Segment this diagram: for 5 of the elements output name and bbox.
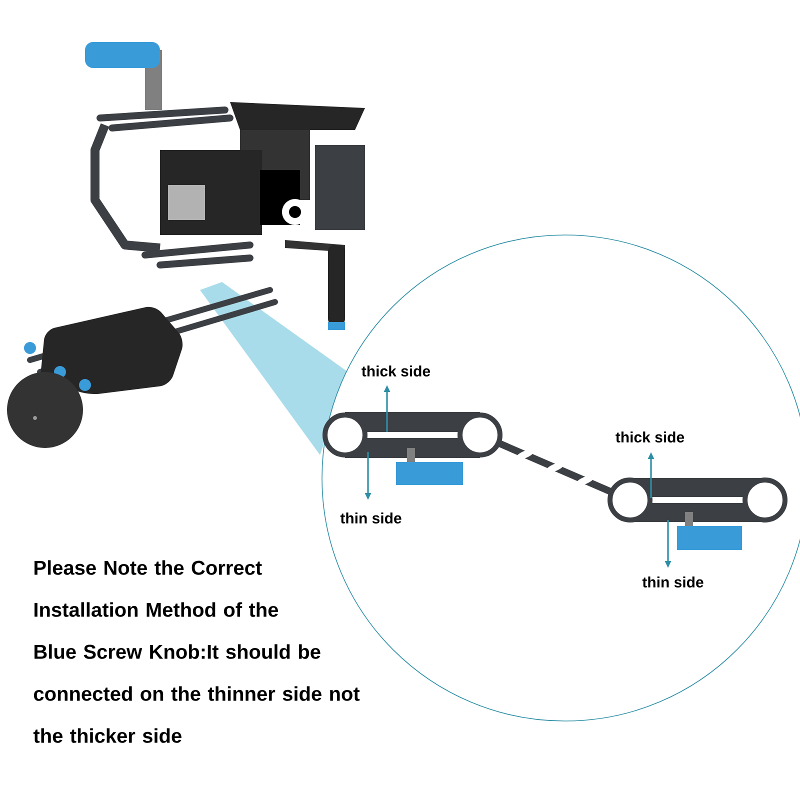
side-label: thick side: [362, 366, 430, 376]
side-label: thin side: [642, 576, 704, 588]
side-label: thick side: [616, 432, 684, 442]
instruction-note: Please Note the Correct Installation Method of the Blue Screw Knob:It should be connected on the thinner side not the thicker side: [33, 560, 360, 743]
side-label: thin side: [340, 512, 402, 524]
